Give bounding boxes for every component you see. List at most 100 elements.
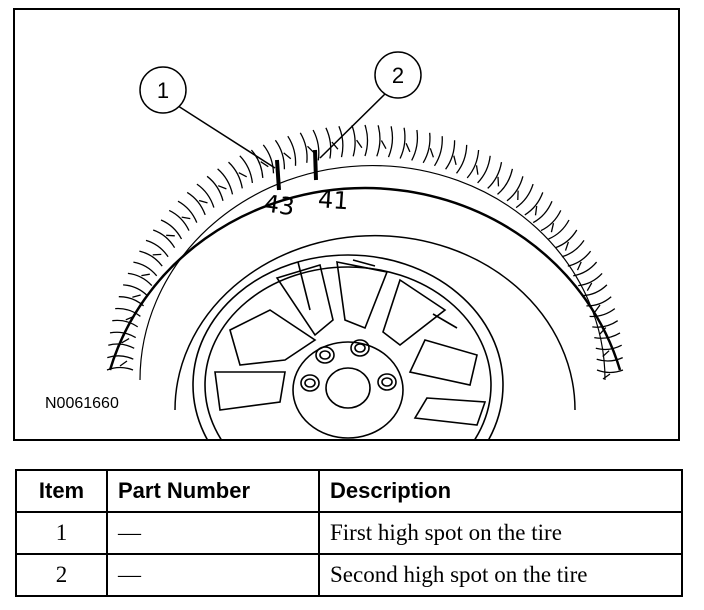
tread-block xyxy=(411,129,419,161)
row-description: Second high spot on the tire xyxy=(318,553,683,597)
tread-block xyxy=(477,155,491,184)
tread-block xyxy=(582,284,608,297)
tread-block xyxy=(532,200,553,224)
tread-block xyxy=(524,192,544,216)
tread-sipe xyxy=(586,282,593,292)
tread-sipe xyxy=(132,294,141,298)
tread-block xyxy=(376,125,381,157)
tread-sipe xyxy=(599,327,607,335)
callout-2-bubble xyxy=(374,51,422,99)
tread-block xyxy=(540,210,562,232)
tread-block xyxy=(561,240,585,258)
tread-block xyxy=(250,149,264,178)
header-item: Item xyxy=(15,469,108,513)
tread-block xyxy=(274,139,286,170)
tire-drawing: 1 2 43 41 xyxy=(106,51,624,439)
row-item: 2 xyxy=(15,553,108,597)
callout-2-leader xyxy=(319,91,388,159)
tread-block xyxy=(548,219,570,240)
tread-block xyxy=(287,135,297,166)
tread-block xyxy=(596,357,623,362)
header-part-number: Part Number xyxy=(106,469,320,513)
tread-block xyxy=(127,272,153,287)
tire-outer-edge xyxy=(108,186,622,371)
tread-sipe xyxy=(602,350,610,357)
tread-sipe xyxy=(380,140,387,150)
table-row: 1 — First high spot on the tire xyxy=(15,511,683,555)
callout-2-number: 2 xyxy=(392,63,404,88)
tread-block xyxy=(133,261,158,277)
tread-sipe xyxy=(550,223,555,233)
tread-sipe xyxy=(125,315,134,321)
wheel-rim xyxy=(192,254,504,439)
tread-sipe xyxy=(594,304,601,313)
tread-sipe xyxy=(405,143,411,153)
tread-sipe xyxy=(198,199,208,204)
tread-sipe xyxy=(121,338,130,344)
tread-sipe xyxy=(475,165,479,175)
tread-block xyxy=(312,129,320,161)
tread-block xyxy=(106,366,134,371)
tread-sipe xyxy=(181,216,191,220)
callout-1-bubble xyxy=(139,66,187,114)
tire-illustration-frame: 1 2 43 41 N0061660 xyxy=(13,8,680,441)
tread-block xyxy=(338,126,344,158)
tire-sidewall-edge xyxy=(174,234,576,411)
table-row: 2 — Second high spot on the tire xyxy=(15,553,683,597)
tread-block xyxy=(262,144,275,174)
tread-sipe xyxy=(166,234,175,237)
high-spot-mark-2 xyxy=(313,149,318,181)
tread-block xyxy=(108,343,135,349)
tread-block xyxy=(168,209,190,231)
tread-sipe xyxy=(152,253,162,256)
tread-sipe xyxy=(119,360,128,367)
parts-table: Item Part Number Description 1 — First h… xyxy=(15,469,683,597)
tread-block xyxy=(387,126,394,158)
tread-block xyxy=(196,183,215,208)
tread-block xyxy=(578,272,603,287)
tread-block xyxy=(115,307,141,317)
tread-sipe xyxy=(307,145,315,154)
tread-sipe xyxy=(497,176,500,187)
table-header-row: Item Part Number Description xyxy=(15,469,683,513)
tread-block xyxy=(586,296,612,307)
tread-block xyxy=(445,140,456,170)
high-spot-mark-1 xyxy=(275,159,281,191)
tread-block xyxy=(177,200,198,223)
tread-block xyxy=(118,296,145,307)
tread-sipe xyxy=(283,152,292,160)
tread-block xyxy=(109,331,137,339)
tread-sipe xyxy=(534,206,538,216)
tread-block xyxy=(145,239,169,258)
tread-sipe xyxy=(238,172,247,178)
tread-block xyxy=(160,219,183,240)
tread-sipe xyxy=(564,241,570,251)
tread-block xyxy=(112,319,139,328)
tread-block xyxy=(107,355,134,360)
tread-block xyxy=(239,155,254,183)
row-part-number: — xyxy=(106,553,320,597)
tread-block xyxy=(123,284,148,297)
tread-block xyxy=(325,127,332,159)
tread-block xyxy=(595,344,623,351)
tread-sipe xyxy=(429,148,435,158)
tread-block xyxy=(217,168,234,195)
tread-block xyxy=(506,176,524,202)
callout-1-leader xyxy=(174,103,276,169)
tread-block xyxy=(515,183,534,209)
tread-block xyxy=(497,168,514,195)
tread-block xyxy=(455,144,468,174)
tread-block xyxy=(592,320,619,328)
tread-block xyxy=(364,124,369,157)
tire-tread-inner-edge xyxy=(139,164,606,381)
tread-block xyxy=(422,132,431,164)
tread-sipe xyxy=(217,185,227,190)
header-description: Description xyxy=(318,469,683,513)
figure-id-label: N0061660 xyxy=(45,395,119,412)
row-part-number: — xyxy=(106,511,320,555)
tread-sipe xyxy=(602,373,611,380)
tread-block xyxy=(466,149,480,179)
tread-block xyxy=(433,136,443,167)
tread-block xyxy=(589,308,616,318)
tread-block xyxy=(186,191,206,216)
